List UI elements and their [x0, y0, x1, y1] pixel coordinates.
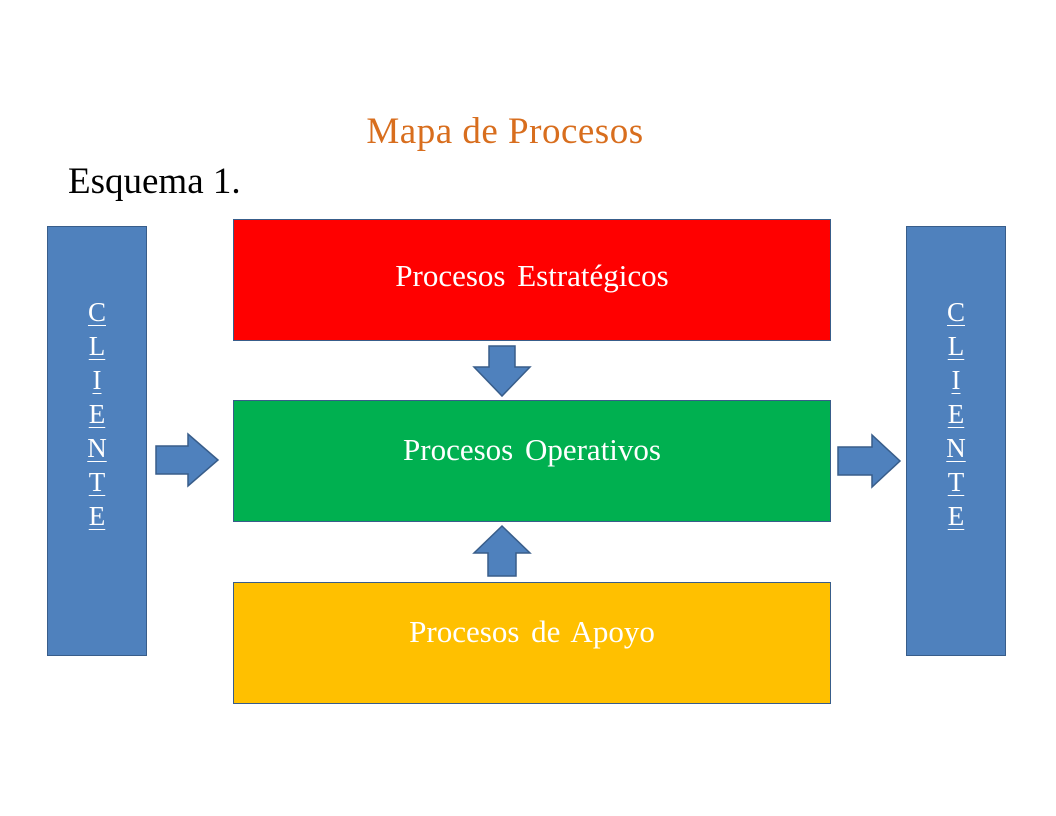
client-letter: I	[92, 365, 102, 395]
arrow-down-icon	[472, 345, 532, 398]
strategic-processes-label: Procesos Estratégicos	[395, 258, 669, 293]
client-letter: L	[947, 331, 965, 361]
client-letter: N	[87, 433, 107, 463]
client-letter: E	[947, 399, 965, 429]
client-letter: I	[951, 365, 961, 395]
client-letter: C	[87, 297, 106, 327]
client-letter: E	[88, 399, 106, 429]
operative-processes-label: Procesos Operativos	[403, 432, 661, 467]
client-letter: T	[88, 467, 106, 497]
client-letter: L	[88, 331, 106, 361]
diagram-title: Mapa de Procesos	[366, 111, 644, 152]
client-label-right: C L I E N T E	[907, 295, 1005, 533]
client-letter: C	[946, 297, 965, 327]
diagram-subtitle: Esquema 1.	[68, 161, 241, 202]
operative-processes-box: Procesos Operativos	[233, 400, 831, 522]
strategic-processes-box: Procesos Estratégicos	[233, 219, 831, 341]
client-bar-right: C L I E N T E	[906, 226, 1006, 656]
client-letter: T	[947, 467, 965, 497]
client-letter: N	[946, 433, 966, 463]
client-bar-left: C L I E N T E	[47, 226, 147, 656]
client-label-left: C L I E N T E	[48, 295, 146, 533]
arrow-right-out-icon	[837, 433, 902, 489]
client-letter: E	[947, 501, 965, 531]
arrow-up-icon	[472, 524, 532, 577]
support-processes-label: Procesos de Apoyo	[409, 614, 655, 649]
support-processes-box: Procesos de Apoyo	[233, 582, 831, 704]
arrow-right-in-icon	[155, 432, 220, 488]
client-letter: E	[88, 501, 106, 531]
